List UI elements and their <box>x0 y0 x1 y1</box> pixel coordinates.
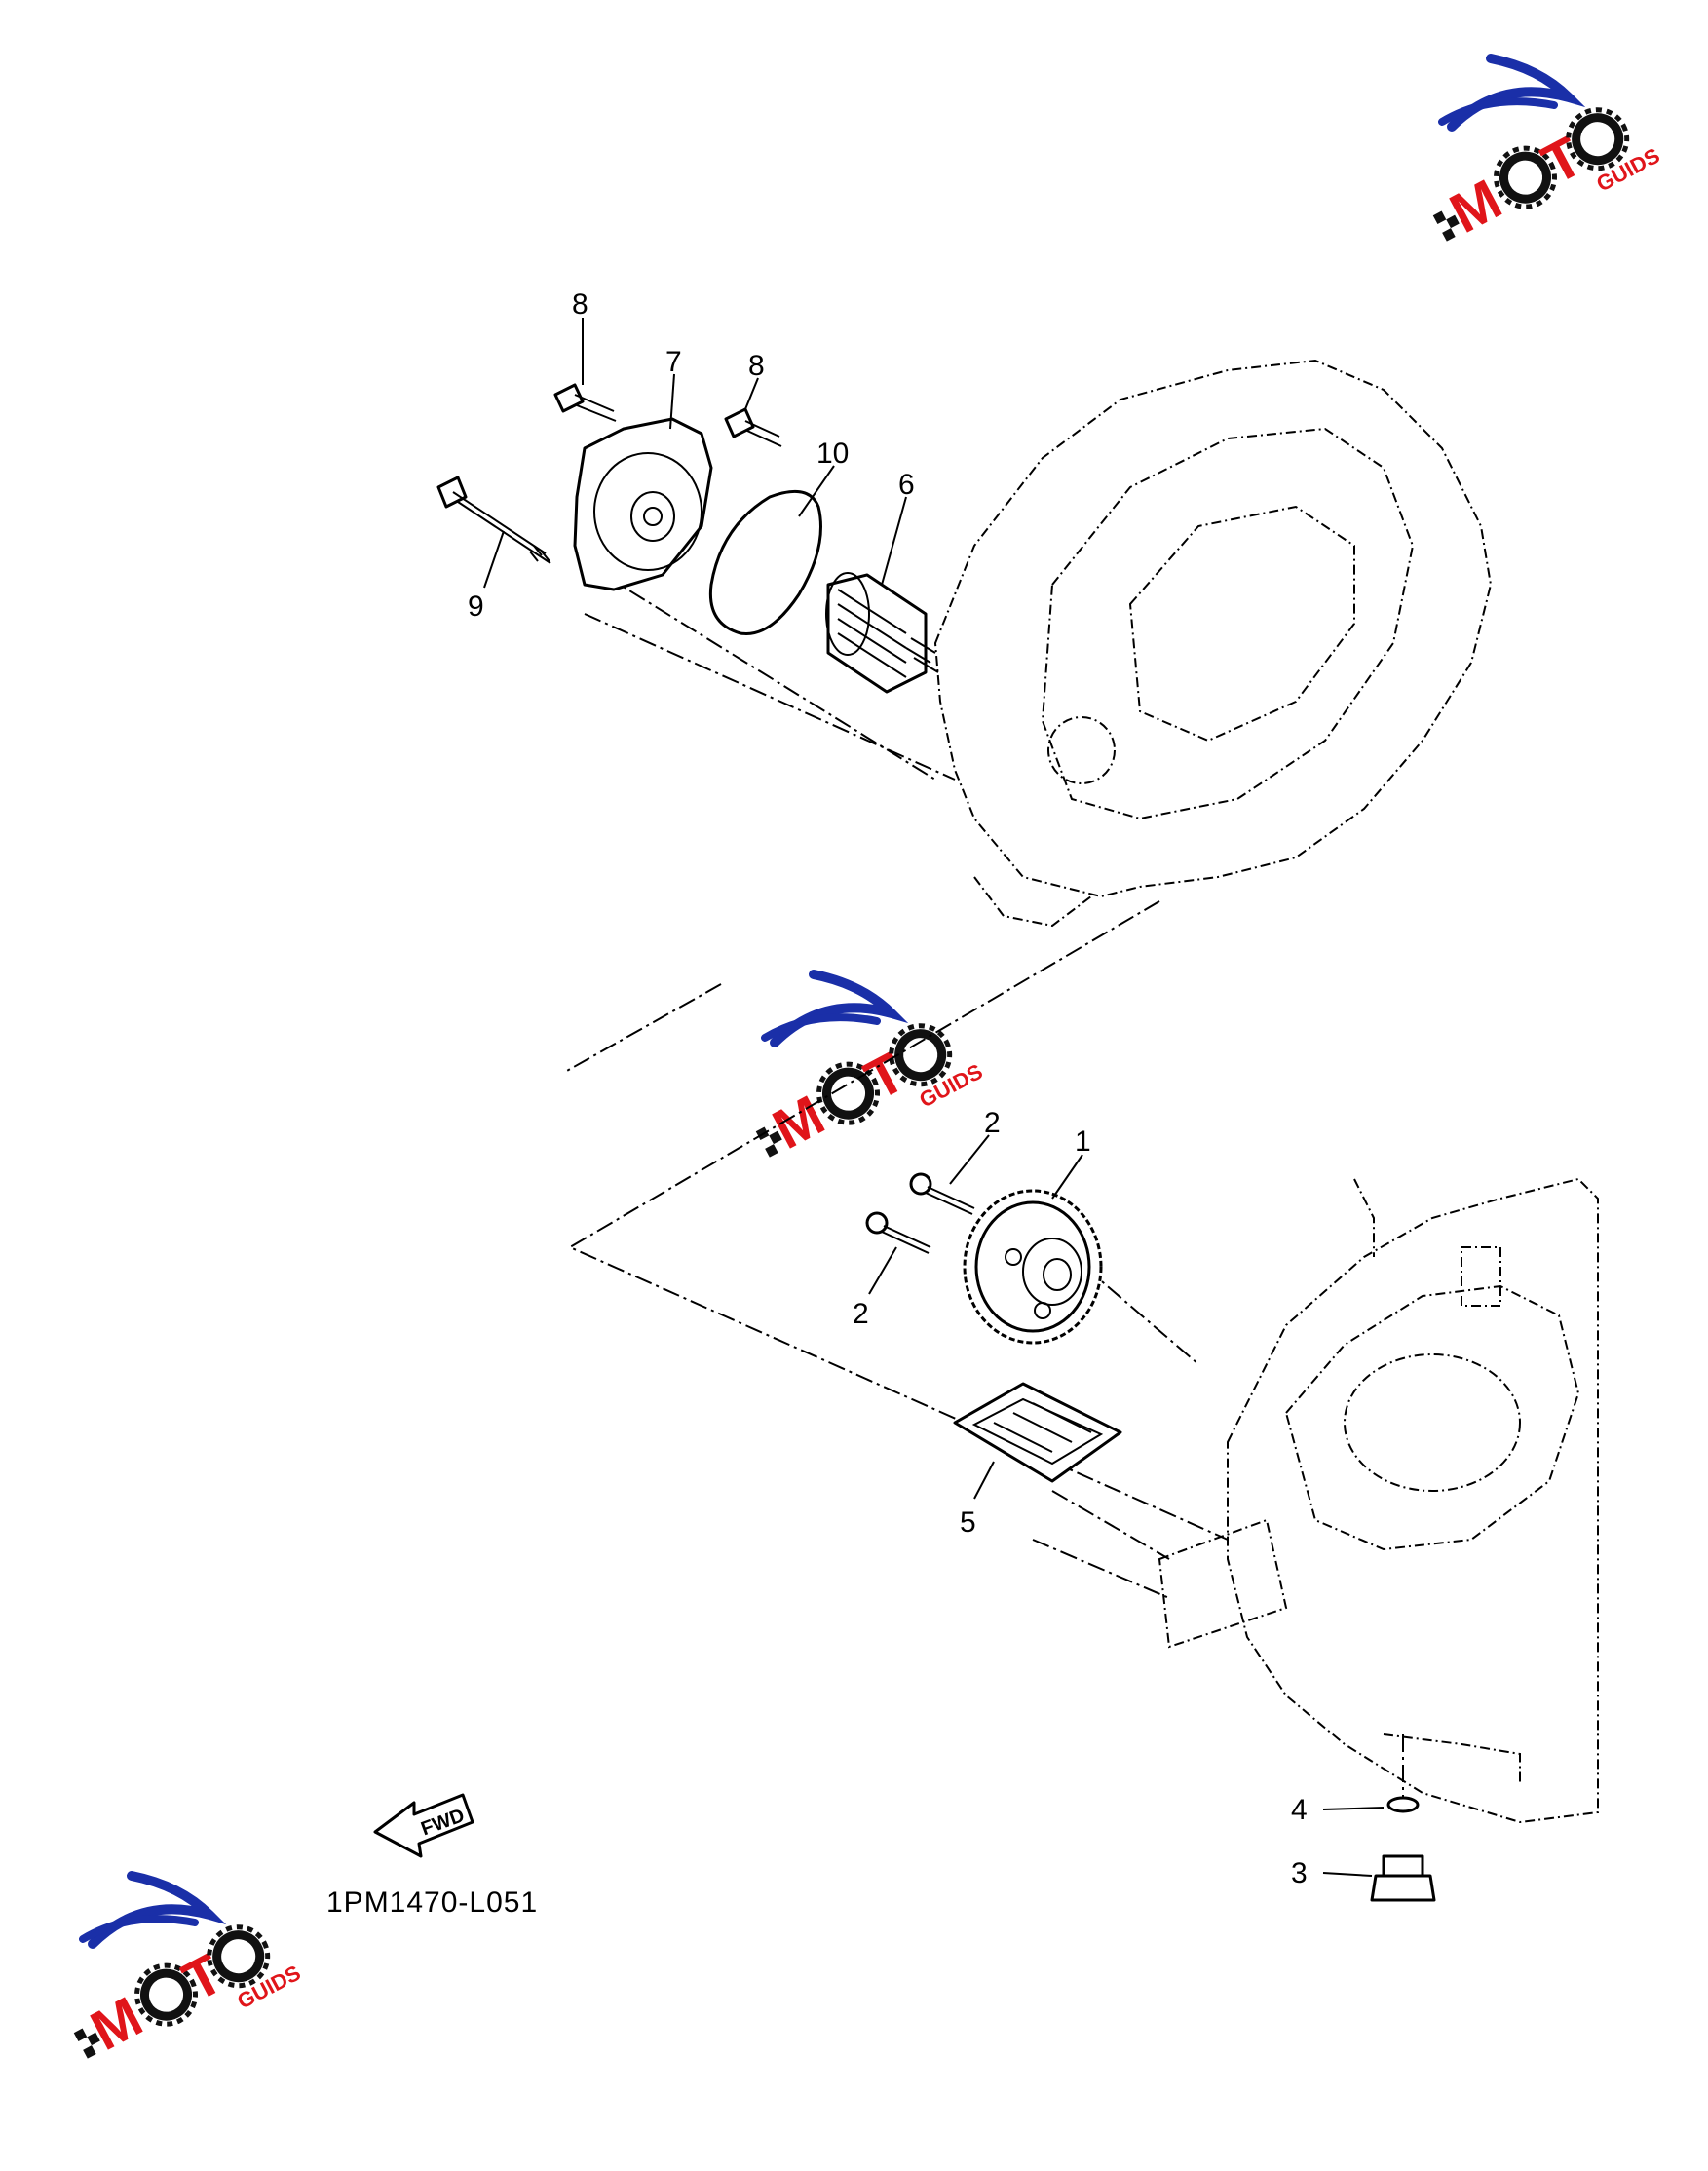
part-2-screw-a <box>909 1172 975 1215</box>
callout-6: 6 <box>898 469 915 501</box>
part-7-filter-cover <box>573 417 713 591</box>
callout-1: 1 <box>1075 1125 1091 1158</box>
part-10-o-ring <box>708 489 822 635</box>
crankcase-lower <box>1158 1177 1599 1824</box>
part-4-gasket <box>1386 1796 1420 1813</box>
part-8-bolt-b <box>724 407 782 447</box>
callout-8-a: 8 <box>572 288 588 321</box>
crankcase-cover-right <box>933 359 1493 928</box>
callout-7: 7 <box>665 346 682 378</box>
watermark-logo-bottom-left <box>64 1876 304 2089</box>
part-8-bolt-a <box>553 383 617 422</box>
part-5-strainer <box>953 1382 1122 1483</box>
callout-4: 4 <box>1291 1794 1308 1826</box>
callout-10: 10 <box>816 438 849 470</box>
callout-2-a: 2 <box>984 1107 1001 1139</box>
forward-direction-arrow: FWD <box>373 1793 474 1858</box>
part-2-screw-b <box>865 1211 931 1254</box>
part-1-oil-pump-gear <box>963 1189 1103 1345</box>
drawing-code: 1PM1470-L051 <box>326 1886 538 1919</box>
reference-lines <box>564 574 1404 1812</box>
watermark-logo-top-right <box>1423 58 1663 272</box>
part-9-long-bolt <box>436 476 551 564</box>
callout-labels: 8 7 8 10 6 9 2 1 2 5 4 3 <box>468 288 1308 1889</box>
callout-2-b: 2 <box>853 1298 869 1330</box>
callout-3: 3 <box>1291 1857 1308 1889</box>
part-6-oil-filter <box>825 572 939 694</box>
leader-lines <box>483 318 1385 1877</box>
callout-8-b: 8 <box>748 350 765 382</box>
callout-5: 5 <box>960 1506 976 1539</box>
watermark-logo-center <box>746 974 986 1188</box>
part-3-drain-bolt <box>1370 1854 1436 1902</box>
callout-9: 9 <box>468 590 484 623</box>
